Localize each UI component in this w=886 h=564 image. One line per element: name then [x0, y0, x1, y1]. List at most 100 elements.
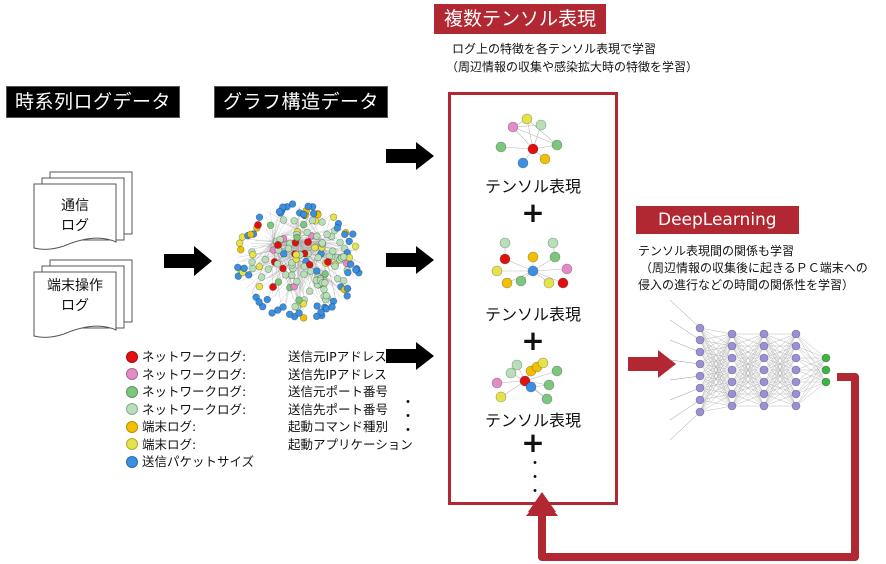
graph-edge [524, 370, 558, 382]
graph-edge [763, 357, 797, 407]
arrow-right-icon [164, 246, 212, 276]
node-legend: ネットワークログ:送信元IPアドレスネットワークログ:送信先IPアドレス ネットワ… [126, 348, 413, 471]
graph-edge [699, 345, 733, 413]
graph-edge [699, 357, 733, 413]
graph-node [313, 267, 321, 275]
neuron [727, 401, 737, 411]
pink-node-icon [126, 368, 138, 381]
legend-item: 端末ログ:起動コマンド種別 [126, 418, 413, 436]
legend-category: 端末ログ: [142, 419, 197, 434]
plus-sign: + [521, 196, 545, 229]
graph-node [293, 277, 301, 286]
graph-node [561, 263, 573, 275]
neuron [695, 395, 705, 405]
doc-line1: 端末操作 [47, 278, 103, 294]
terminal-log-label: 端末操作 ログ [34, 276, 116, 316]
arrow-right-icon [386, 342, 434, 370]
green-node-icon [126, 385, 138, 398]
graph-node [258, 302, 267, 311]
graph-node [266, 221, 275, 229]
legend-item: ネットワークログ:送信先IPアドレス [126, 366, 413, 384]
graph-edge [763, 333, 797, 395]
doc-line1: 通信 [61, 198, 89, 214]
graph-edge [731, 357, 765, 407]
legend-category: ネットワークログ: [142, 349, 247, 364]
tensor-graph-visual [491, 357, 563, 405]
neuron [727, 329, 737, 339]
graph-node [264, 265, 273, 273]
graph-node [263, 295, 271, 304]
dot: ・ [528, 456, 542, 472]
graph-node [268, 309, 276, 317]
dot: ・ [528, 484, 542, 500]
graph-node [286, 310, 294, 318]
graph-edge [731, 393, 765, 407]
graph-edge [670, 387, 701, 401]
graph-edge [670, 339, 701, 353]
neuron [695, 347, 705, 357]
graph-node [292, 250, 300, 259]
graph-edge [272, 241, 334, 277]
plus-sign: + [521, 426, 545, 459]
graph-node [273, 260, 282, 268]
graph-node [345, 237, 353, 245]
graph-node [275, 207, 284, 216]
neuron [695, 323, 705, 333]
graph-edge [322, 241, 359, 252]
graph-node [535, 119, 547, 131]
graph-edge [670, 375, 701, 381]
neuron [695, 371, 705, 381]
multi-tensor-description-2: （周辺情報の収集や感染拡大時の特徴を学習） [446, 60, 699, 74]
comm-log-document-stack [33, 171, 133, 250]
graph-edge [795, 369, 827, 407]
legend-category: 端末ログ: [142, 436, 197, 452]
graph-edge [763, 333, 797, 347]
graph-node [329, 247, 337, 255]
neuron [759, 341, 769, 351]
neuron [727, 389, 737, 399]
graph-node [234, 263, 242, 272]
arrow-right-red-icon [628, 350, 676, 378]
graph-edge [297, 239, 302, 290]
legend-item: ネットワークログ:送信元IPアドレス [126, 348, 413, 366]
graph-edge [699, 405, 733, 413]
tensor-graph-visual [491, 237, 573, 289]
graph-edge [259, 241, 324, 260]
arrow-right-icon [386, 142, 434, 170]
comm-log-label: 通信 ログ [34, 196, 116, 236]
graph-node [343, 292, 351, 300]
tensor-graph-visual [495, 113, 563, 169]
graph-edge [254, 241, 324, 270]
legend-category: 送信パケットサイズ [142, 454, 255, 469]
graph-edge [532, 268, 568, 272]
graph-edge [763, 369, 797, 407]
neuron [791, 389, 801, 399]
graph-node [249, 264, 257, 273]
graph-node [551, 139, 563, 151]
graph-edge [795, 357, 827, 383]
graph-edge [699, 333, 733, 413]
graph-edge [795, 345, 827, 359]
legend-item: 送信パケットサイズ [126, 453, 413, 471]
graph-edge [265, 228, 274, 243]
multi-tensor-description-1: ログ上の特徴を各テンソル表現で学習 [452, 42, 657, 56]
graph-edge [763, 345, 797, 407]
legend-value: 送信先ポート番号 [288, 401, 389, 417]
graph-node [322, 291, 331, 300]
graph-node [343, 284, 352, 293]
graph-edge [670, 399, 701, 421]
graph-node [537, 357, 549, 369]
graph-node [261, 255, 269, 264]
graph-node [349, 230, 357, 238]
graph-node [303, 228, 311, 237]
graph-node [240, 264, 248, 272]
neuron [821, 353, 831, 363]
graph-node [306, 287, 314, 295]
graph-node [254, 221, 262, 229]
graph-edge [763, 333, 797, 407]
graph-node [541, 393, 553, 405]
graph-edge [322, 220, 330, 243]
graph-node [329, 213, 338, 221]
graph-edge [763, 393, 797, 407]
graph-edge [763, 333, 797, 383]
